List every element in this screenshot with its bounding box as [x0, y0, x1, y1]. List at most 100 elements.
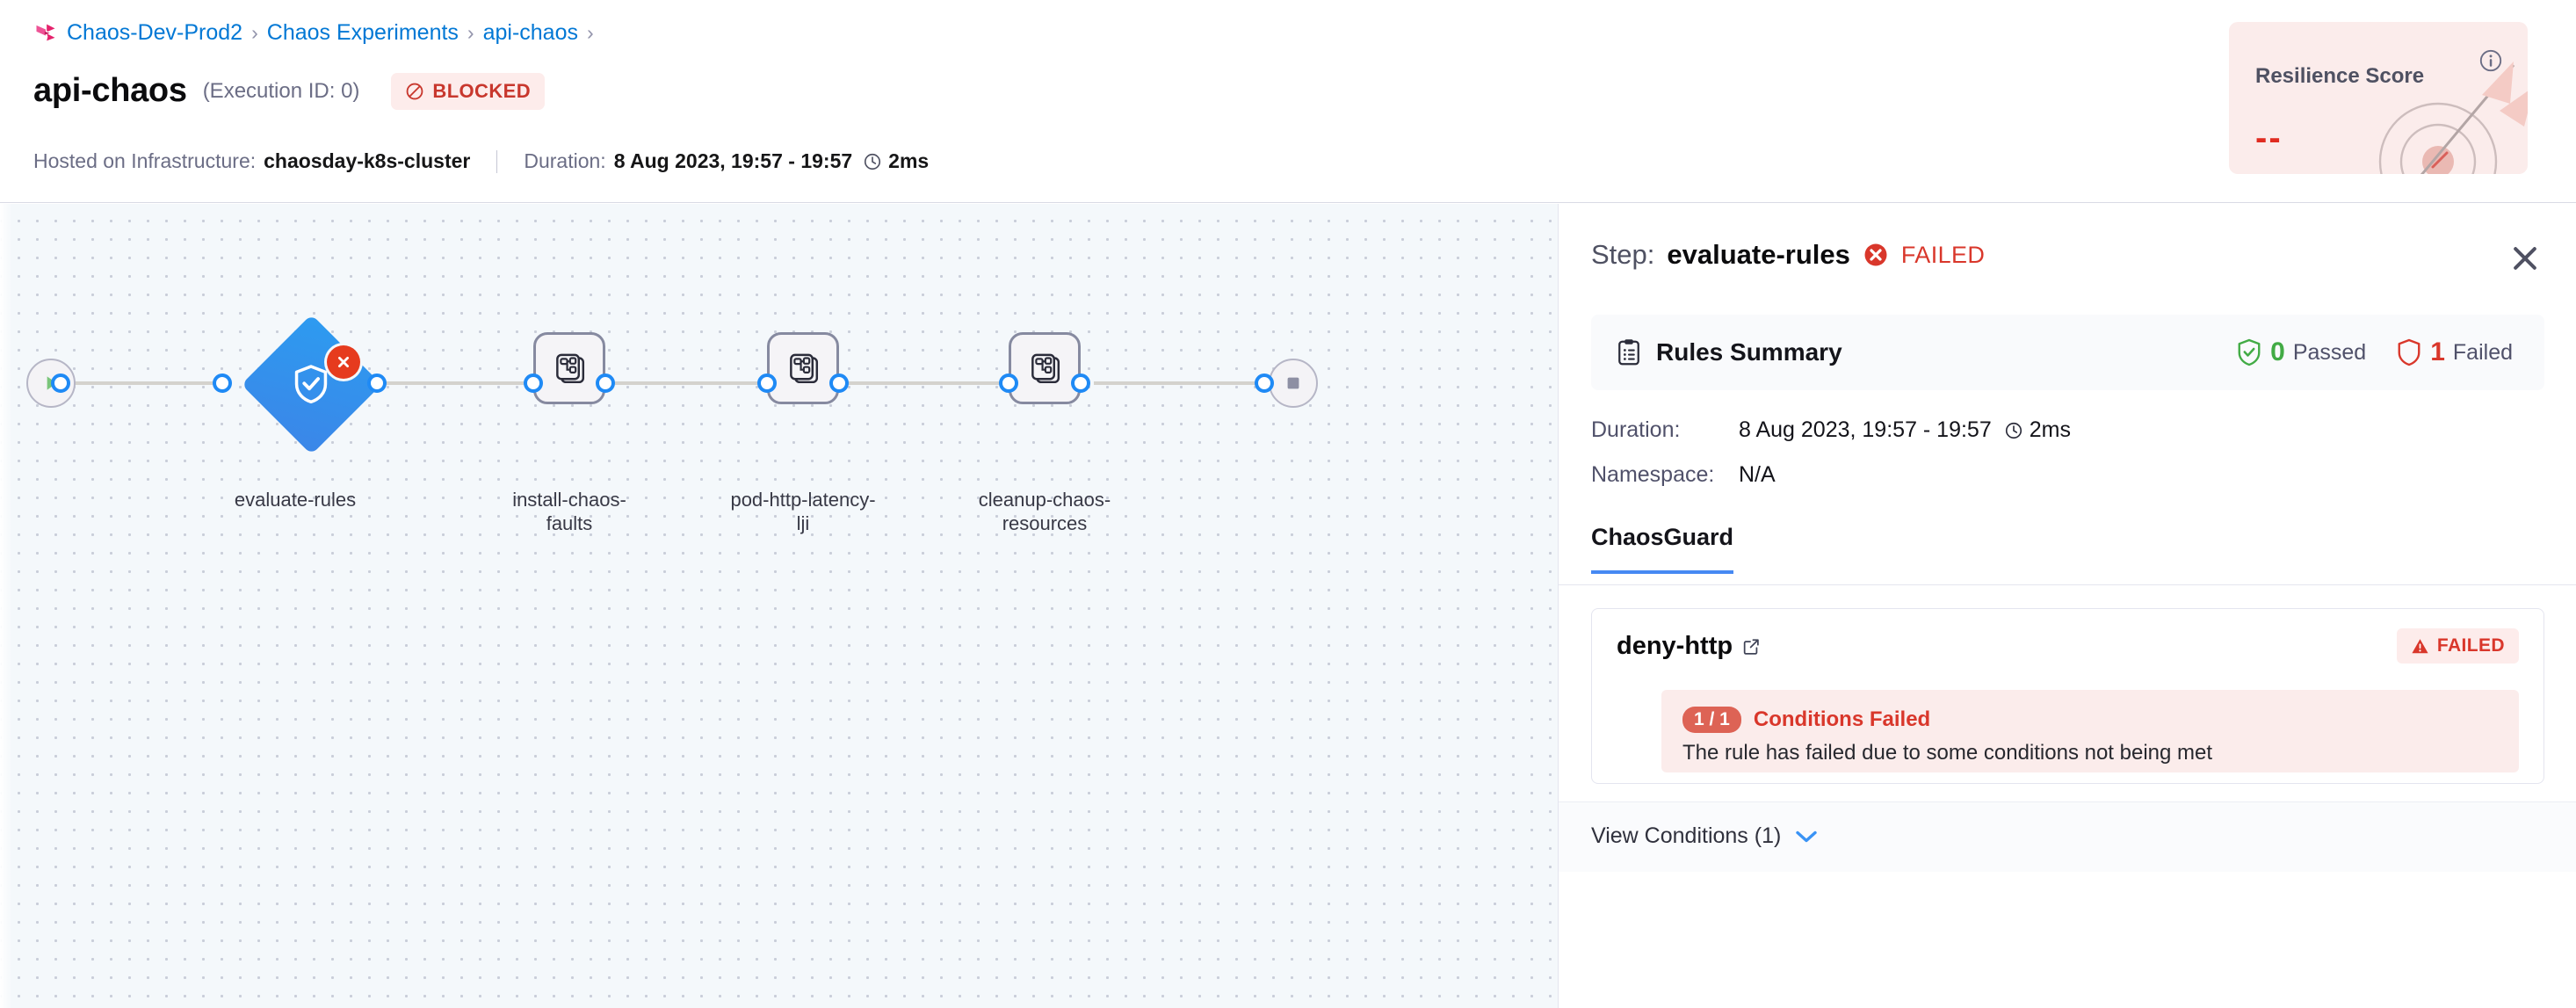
info-icon[interactable]	[2478, 48, 2503, 73]
edge-cleanup-to-end	[1094, 381, 1265, 385]
pipeline-node-label-install-chaos-faults: install-chaos- faults	[512, 489, 626, 534]
breadcrumb-item-1[interactable]: Chaos Experiments	[266, 20, 459, 45]
rules-summary-stats: 0 Passed 1 Failed	[2236, 337, 2513, 367]
clock-icon	[2005, 422, 2022, 439]
detail-key-duration: Duration:	[1591, 417, 1681, 442]
port-evaluate-out[interactable]	[367, 373, 387, 393]
conditions-failed-description: The rule has failed due to some conditio…	[1682, 741, 2213, 765]
shield-check-icon	[294, 365, 328, 404]
resilience-score-title: Resilience Score	[2255, 64, 2425, 88]
infra-value: chaosday-k8s-cluster	[264, 149, 471, 172]
port-latency-out[interactable]	[829, 373, 849, 393]
resilience-score-card: Resilience Score --	[2229, 22, 2528, 174]
duration-value: 8 Aug 2023, 19:57 - 19:57	[613, 149, 853, 172]
header-meta: Hosted on Infrastructure: chaosday-k8s-c…	[33, 149, 929, 173]
rule-card-deny-http: deny-http FAILED 1 /	[1591, 608, 2544, 784]
port-start-out[interactable]	[51, 373, 70, 393]
breadcrumb: Chaos-Dev-Prod2 › Chaos Experiments › ap…	[33, 19, 594, 46]
breadcrumb-separator-trailing: ›	[587, 21, 594, 44]
port-end-in[interactable]	[1255, 373, 1274, 393]
resilience-score-value: --	[2255, 119, 2283, 157]
status-badge-label: BLOCKED	[432, 79, 531, 102]
rules-summary-card: Rules Summary 0 Passed 1 Failed	[1591, 315, 2544, 390]
pipeline-graph: evaluate-rules install-chaos- faults	[0, 204, 1558, 1008]
port-cleanup-out[interactable]	[1071, 373, 1090, 393]
conditions-failed-title: Conditions Failed	[1753, 707, 1931, 731]
conditions-failed-count: 1 / 1	[1682, 707, 1741, 733]
rules-summary-label: Rules Summary	[1656, 338, 1842, 366]
chaos-fault-icon	[1031, 353, 1060, 384]
infra-label: Hosted on Infrastructure:	[33, 149, 257, 172]
panel-step-status: FAILED	[1900, 241, 1986, 268]
pipeline-node-pod-http-latency-lji[interactable]	[767, 332, 839, 404]
page-title: api-chaos	[33, 72, 187, 109]
port-install-out[interactable]	[596, 373, 615, 393]
tab-chaosguard[interactable]: ChaosGuard	[1591, 524, 1734, 574]
detail-key-namespace: Namespace:	[1591, 462, 1715, 487]
node-error-badge	[327, 345, 360, 379]
rules-passed-label: Passed	[2292, 339, 2367, 365]
edge-start-to-evaluate	[58, 381, 216, 385]
rule-name-link[interactable]: deny-http	[1617, 632, 1761, 661]
rules-summary-title: Rules Summary	[1616, 337, 1842, 367]
panel-title-prefix: Step:	[1591, 239, 1655, 270]
pipeline-node-cleanup-chaos-resources[interactable]	[1009, 332, 1081, 404]
status-badge: BLOCKED	[391, 72, 545, 110]
breadcrumb-separator: ›	[251, 21, 258, 44]
breadcrumb-separator: ›	[467, 21, 474, 44]
rules-passed-stat: 0 Passed	[2236, 337, 2366, 367]
failed-circle-icon	[1864, 243, 1887, 266]
meta-divider	[496, 149, 498, 173]
pipeline-node-label-evaluate-rules: evaluate-rules	[234, 489, 357, 511]
rules-failed-count: 1	[2430, 337, 2445, 366]
title-row: api-chaos (Execution ID: 0) BLOCKED	[33, 72, 545, 110]
view-conditions-label: View Conditions (1)	[1591, 823, 1782, 848]
chaos-fault-icon	[556, 353, 585, 384]
detail-row-duration: Duration: 8 Aug 2023, 19:57 - 19:57 2ms	[1591, 417, 2071, 443]
detail-value-duration-elapsed: 2ms	[2029, 417, 2071, 442]
conditions-failed-alert: 1 / 1 Conditions Failed The rule has fai…	[1661, 690, 2519, 772]
port-latency-in[interactable]	[757, 373, 777, 393]
pipeline-end-node[interactable]	[1269, 359, 1318, 408]
shield-check-green-icon	[2238, 338, 2261, 366]
conditions-failed-header: 1 / 1 Conditions Failed	[1682, 707, 1930, 733]
view-conditions-toggle[interactable]: View Conditions (1)	[1591, 823, 1818, 849]
pipeline-canvas[interactable]: evaluate-rules install-chaos- faults	[0, 204, 1558, 1008]
page-header: Chaos-Dev-Prod2 › Chaos Experiments › ap…	[0, 0, 2576, 203]
port-cleanup-in[interactable]	[999, 373, 1018, 393]
panel-tabbar: ChaosGuard	[1559, 511, 2576, 585]
breadcrumb-item-0[interactable]: Chaos-Dev-Prod2	[67, 20, 243, 45]
rule-status-badge-label: FAILED	[2436, 635, 2505, 656]
chaos-fault-icon	[790, 353, 819, 384]
pipeline-node-evaluate-rules[interactable]	[241, 314, 382, 455]
clipboard-icon	[1618, 339, 1639, 366]
panel-header: Step: evaluate-rules FAILED	[1559, 204, 2576, 311]
port-install-in[interactable]	[524, 373, 543, 393]
view-conditions-bar[interactable]: View Conditions (1)	[1559, 801, 2576, 872]
pipeline-node-label-pod-http-latency-lji: pod-http-latency- lji	[730, 489, 876, 534]
pipeline-node-label-cleanup-chaos-resources: cleanup-chaos- resources	[978, 489, 1111, 534]
external-link-icon	[1743, 638, 1759, 655]
breadcrumb-item-2[interactable]: api-chaos	[482, 20, 578, 45]
execution-id: (Execution ID: 0)	[202, 78, 360, 103]
pipeline-node-install-chaos-faults[interactable]	[533, 332, 605, 404]
clock-icon	[865, 153, 881, 170]
edge-evaluate-to-install	[369, 381, 536, 385]
panel-title: Step: evaluate-rules FAILED	[1591, 239, 1985, 271]
rule-name-label: deny-http	[1617, 632, 1733, 660]
duration-elapsed: 2ms	[888, 149, 930, 172]
rule-status-badge: FAILED	[2396, 628, 2519, 664]
step-details-panel: Step: evaluate-rules FAILED	[1558, 204, 2576, 1008]
canvas-left-fade	[0, 204, 12, 1008]
detail-value-duration: 8 Aug 2023, 19:57 - 19:57	[1739, 417, 1992, 442]
rules-failed-label: Failed	[2452, 339, 2513, 365]
close-icon[interactable]	[2507, 241, 2543, 276]
rules-passed-count: 0	[2270, 337, 2285, 366]
target-arrow-icon	[2378, 62, 2528, 174]
stop-icon	[1287, 377, 1299, 389]
rules-failed-stat: 1 Failed	[2396, 337, 2513, 367]
port-evaluate-in[interactable]	[213, 373, 232, 393]
edge-install-to-latency	[615, 381, 773, 385]
panel-step-name: evaluate-rules	[1667, 239, 1850, 270]
detail-row-namespace: Namespace: N/A	[1591, 462, 1776, 488]
